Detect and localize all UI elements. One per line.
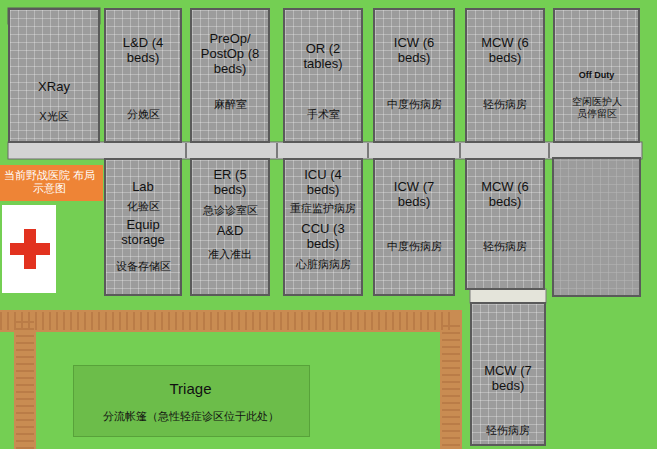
ward-room: PreOp/ PostOp (8 beds) 麻醉室 bbox=[190, 8, 270, 143]
room-label: PreOp/ PostOp (8 beds) bbox=[200, 32, 260, 77]
room-sublabel: 中度伤病房 bbox=[376, 240, 452, 253]
triage-tent: Triage 分流帐篷（急性轻症诊区位于此处） bbox=[73, 365, 310, 437]
room-sublabel: A&D bbox=[193, 224, 267, 239]
room-label: 当前野战医院 布局示意图 bbox=[1, 169, 98, 194]
link-passage bbox=[470, 289, 546, 303]
room-label: MCW (6 beds) bbox=[474, 36, 536, 66]
room-label: L&D (4 beds) bbox=[113, 36, 173, 66]
room-label: XRay bbox=[11, 80, 97, 95]
room-sublabel: 化验区 bbox=[107, 200, 179, 213]
room-sublabel: 分娩区 bbox=[107, 108, 179, 121]
ward-room: MCW (7 beds) 轻伤病房 bbox=[470, 302, 546, 446]
ward-room: Off Duty 空闲医护人 员停留区 bbox=[553, 8, 640, 143]
room-sublabel: 准入准出 bbox=[193, 248, 267, 261]
room-label: MCW (6 beds) bbox=[474, 180, 536, 210]
ward-room: ICW (7 beds) 中度伤病房 bbox=[373, 158, 455, 296]
title-banner: 当前野战医院 布局示意图 bbox=[0, 165, 103, 201]
room-sublabel: 中度伤病房 bbox=[376, 98, 452, 111]
ward-room: ICU (4 beds) 重症监护病房 CCU (3 beds) 心脏病病房 bbox=[283, 158, 363, 296]
room-sublabel: 空闲医护人 员停留区 bbox=[569, 96, 625, 119]
room-sublabel: 分流帐篷（急性轻症诊区位于此处） bbox=[75, 410, 306, 423]
room-sublabel: 轻伤病房 bbox=[468, 240, 542, 253]
room-label: ICW (6 beds) bbox=[384, 36, 444, 66]
room-label: ER (5 beds) bbox=[200, 168, 260, 198]
room-sublabel: 急诊诊室区 bbox=[193, 204, 267, 217]
room-label: Triage bbox=[75, 380, 306, 397]
room-sublabel: CCU (3 beds) bbox=[293, 222, 353, 252]
cross-bar bbox=[10, 243, 50, 255]
door bbox=[548, 143, 550, 158]
ward-room: Lab 化验区 Equip storage 设备存储区 bbox=[104, 158, 182, 296]
ward-room: OR (2 tables) 手术室 bbox=[283, 8, 363, 143]
room-sublabel: 心脏病病房 bbox=[286, 258, 360, 271]
door bbox=[276, 143, 278, 158]
ward-room: MCW (6 beds) 轻伤病房 bbox=[465, 158, 545, 290]
corridor-doors bbox=[186, 143, 549, 158]
dirt-path bbox=[0, 321, 451, 449]
room-label: MCW (7 beds) bbox=[477, 364, 539, 394]
room-label: OR (2 tables) bbox=[293, 42, 353, 72]
room-label: Off Duty bbox=[556, 70, 637, 80]
room-label: ICU (4 beds) bbox=[293, 168, 353, 198]
corridor bbox=[8, 142, 642, 159]
dirt-path-texture bbox=[0, 321, 451, 449]
door bbox=[185, 143, 187, 158]
xray-room: XRayX光区 bbox=[8, 8, 100, 143]
ward-room: ER (5 beds) 急诊诊室区 A&D 准入准出 bbox=[190, 158, 270, 296]
ward-room: ICW (6 beds) 中度伤病房 bbox=[373, 8, 455, 143]
room-sublabel: 轻伤病房 bbox=[468, 98, 542, 111]
room-label: ICW (7 beds) bbox=[384, 180, 444, 210]
sign-ground bbox=[2, 205, 56, 293]
room-sublabel: 麻醉室 bbox=[193, 98, 267, 111]
room-sublabel: 重症监护病房 bbox=[286, 202, 360, 215]
ward-room: L&D (4 beds) 分娩区 bbox=[104, 8, 182, 143]
dirt-path-band bbox=[0, 321, 451, 449]
door bbox=[367, 143, 369, 158]
room-sublabel: 轻伤病房 bbox=[473, 424, 543, 437]
room-label: Lab bbox=[107, 180, 179, 195]
red-cross-sign bbox=[2, 205, 56, 293]
ward-room: MCW (6 beds) 轻伤病房 bbox=[465, 8, 545, 143]
empty-building bbox=[553, 158, 640, 296]
room-sublabel: 手术室 bbox=[286, 108, 360, 121]
room-sublabel: Equip storage bbox=[113, 218, 173, 248]
room-sublabel: X光区 bbox=[11, 110, 97, 123]
door bbox=[459, 143, 461, 158]
room-sublabel: 设备存储区 bbox=[107, 260, 179, 273]
